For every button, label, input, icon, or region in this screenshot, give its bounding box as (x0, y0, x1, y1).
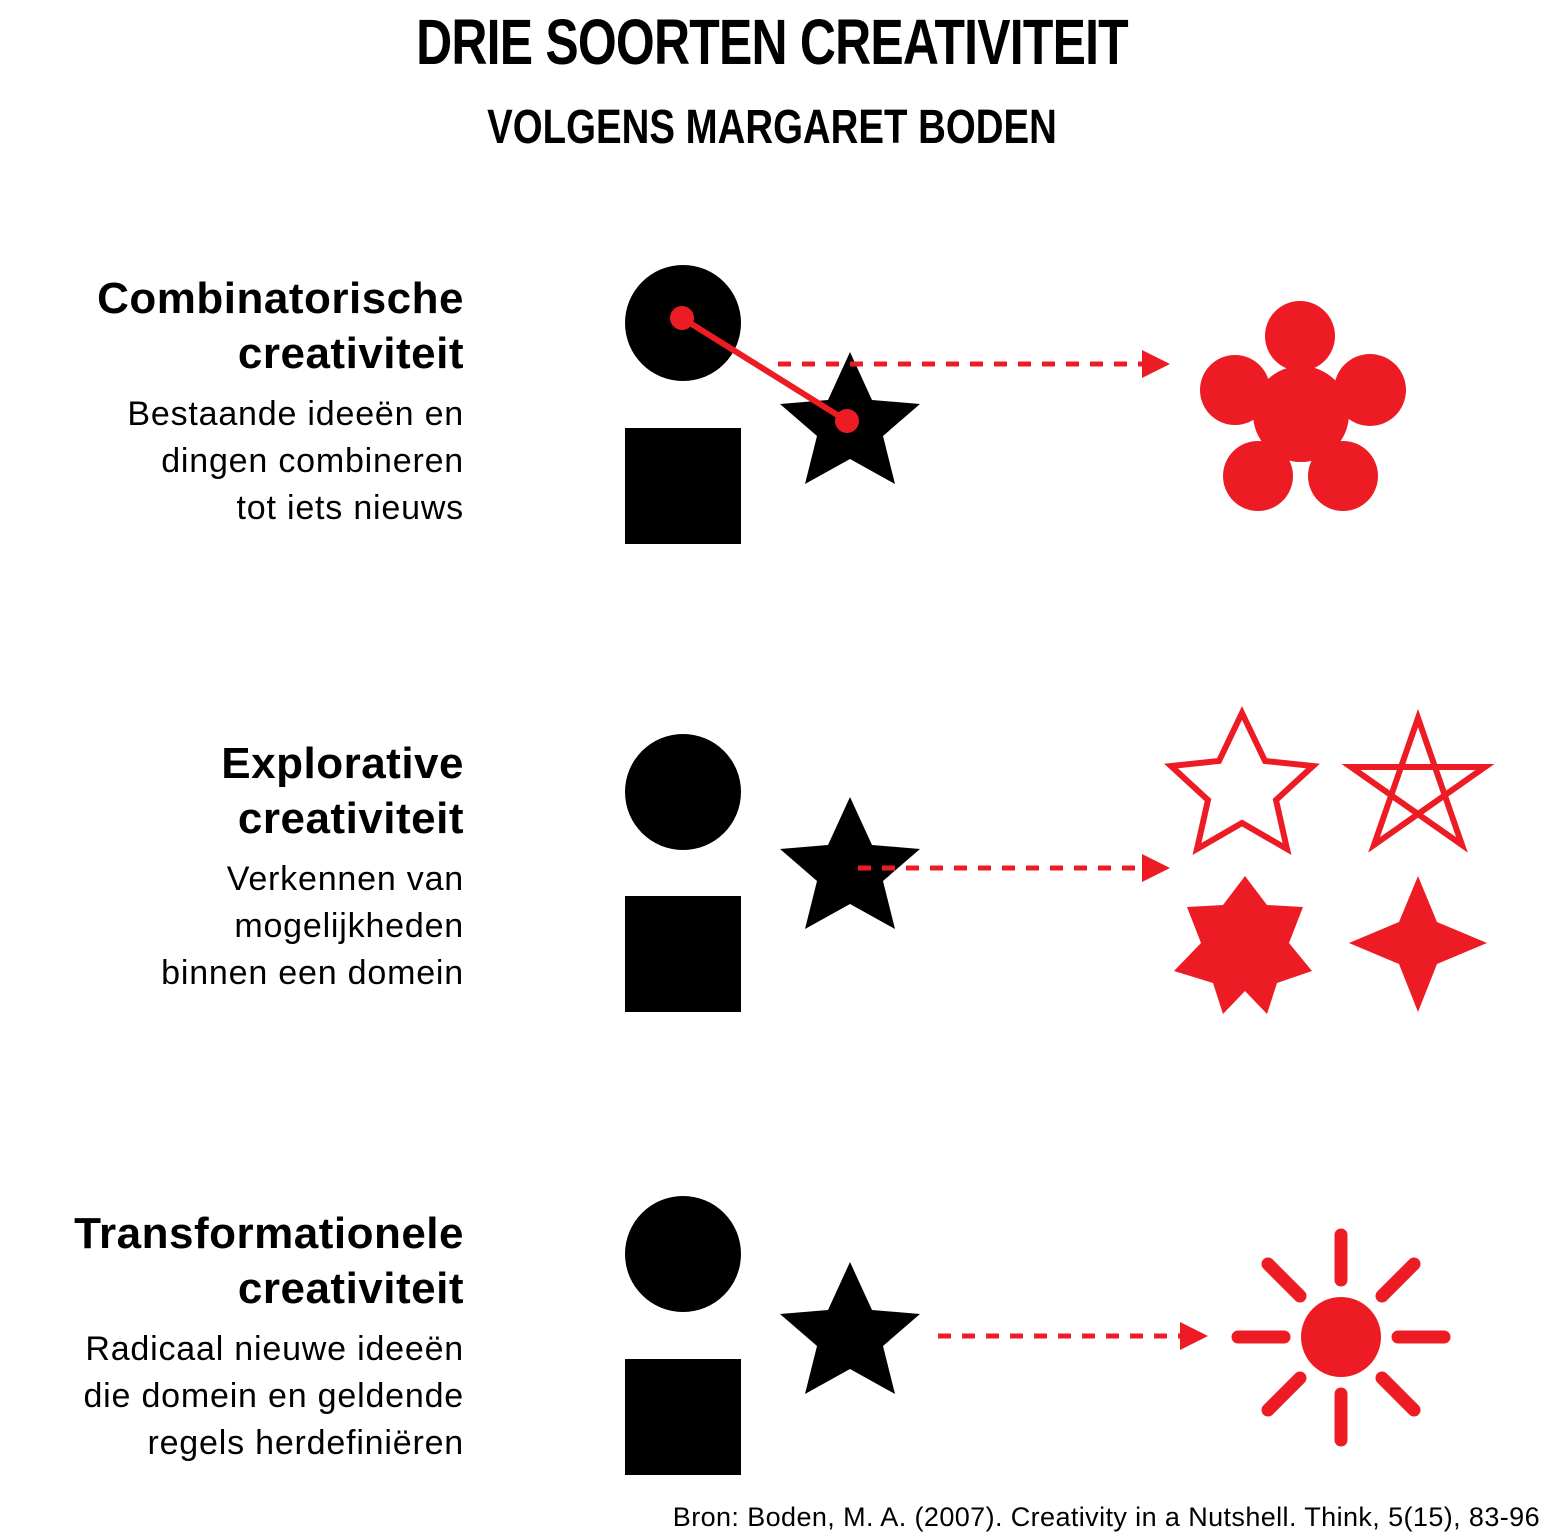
outline-star-icon (1164, 706, 1320, 856)
row-heading-combinatorial: Combinatorische creativiteit (0, 271, 464, 381)
star-icon (780, 1262, 920, 1394)
connector-dot (835, 409, 859, 433)
heading-line: Combinatorische (97, 274, 464, 323)
desc-line: binnen een domein (161, 954, 464, 992)
arrow-head-icon (1180, 1322, 1208, 1350)
arrow-head-icon (1142, 350, 1170, 378)
row-heading-transformational: Transformationele creativiteit (0, 1206, 464, 1316)
heading-line: creativiteit (237, 1264, 464, 1313)
row-heading-explorative: Explorative creativiteit (0, 736, 464, 846)
heading-line: creativiteit (237, 329, 464, 378)
connector-line (679, 315, 850, 424)
row-explorative-text: Explorative creativiteit Verkennen van m… (0, 736, 464, 997)
arrow-head-icon (1142, 854, 1170, 882)
desc-line: regels herdefiniëren (147, 1424, 464, 1462)
connector-dot (670, 306, 694, 330)
flower-icon (1200, 301, 1406, 511)
heading-line: Transformationele (74, 1209, 464, 1258)
row-transformational-shapes (625, 1196, 1451, 1475)
row-description-combinatorial: Bestaande ideeën en dingen combineren to… (0, 391, 464, 532)
desc-line: die domein en geldende (83, 1377, 464, 1415)
pentagram-icon (1341, 708, 1495, 853)
source-citation: Bron: Boden, M. A. (2007). Creativity in… (672, 1502, 1540, 1532)
desc-line: tot iets nieuws (236, 489, 464, 527)
heading-line: creativiteit (237, 794, 464, 843)
desc-line: dingen combineren (161, 442, 464, 480)
desc-line: Verkennen van (226, 860, 464, 898)
square-icon (625, 1359, 741, 1475)
sun-icon (1231, 1228, 1451, 1447)
six-point-star-icon (1174, 876, 1312, 1014)
row-explorative-shapes (625, 706, 1495, 1014)
square-icon (625, 896, 741, 1012)
heading-line: Explorative (221, 739, 464, 788)
desc-line: mogelijkheden (234, 907, 464, 945)
square-icon (625, 428, 741, 544)
row-description-explorative: Verkennen van mogelijkheden binnen een d… (0, 856, 464, 997)
circle-icon (625, 1196, 741, 1312)
row-combinatorial-shapes (625, 265, 1406, 544)
circle-icon (625, 734, 741, 850)
star-icon (780, 797, 920, 929)
row-transformational-text: Transformationele creativiteit Radicaal … (0, 1206, 464, 1467)
page-subtitle: VOLGENS MARGARET BODEN (487, 101, 1057, 154)
row-description-transformational: Radicaal nieuwe ideeën die domein en gel… (0, 1326, 464, 1467)
four-point-star-icon (1349, 876, 1487, 1012)
page-title: DRIE SOORTEN CREATIVITEIT (416, 6, 1129, 78)
row-combinatorial-text: Combinatorische creativiteit Bestaande i… (0, 271, 464, 532)
desc-line: Radicaal nieuwe ideeën (85, 1330, 464, 1368)
desc-line: Bestaande ideeën en (127, 395, 464, 433)
